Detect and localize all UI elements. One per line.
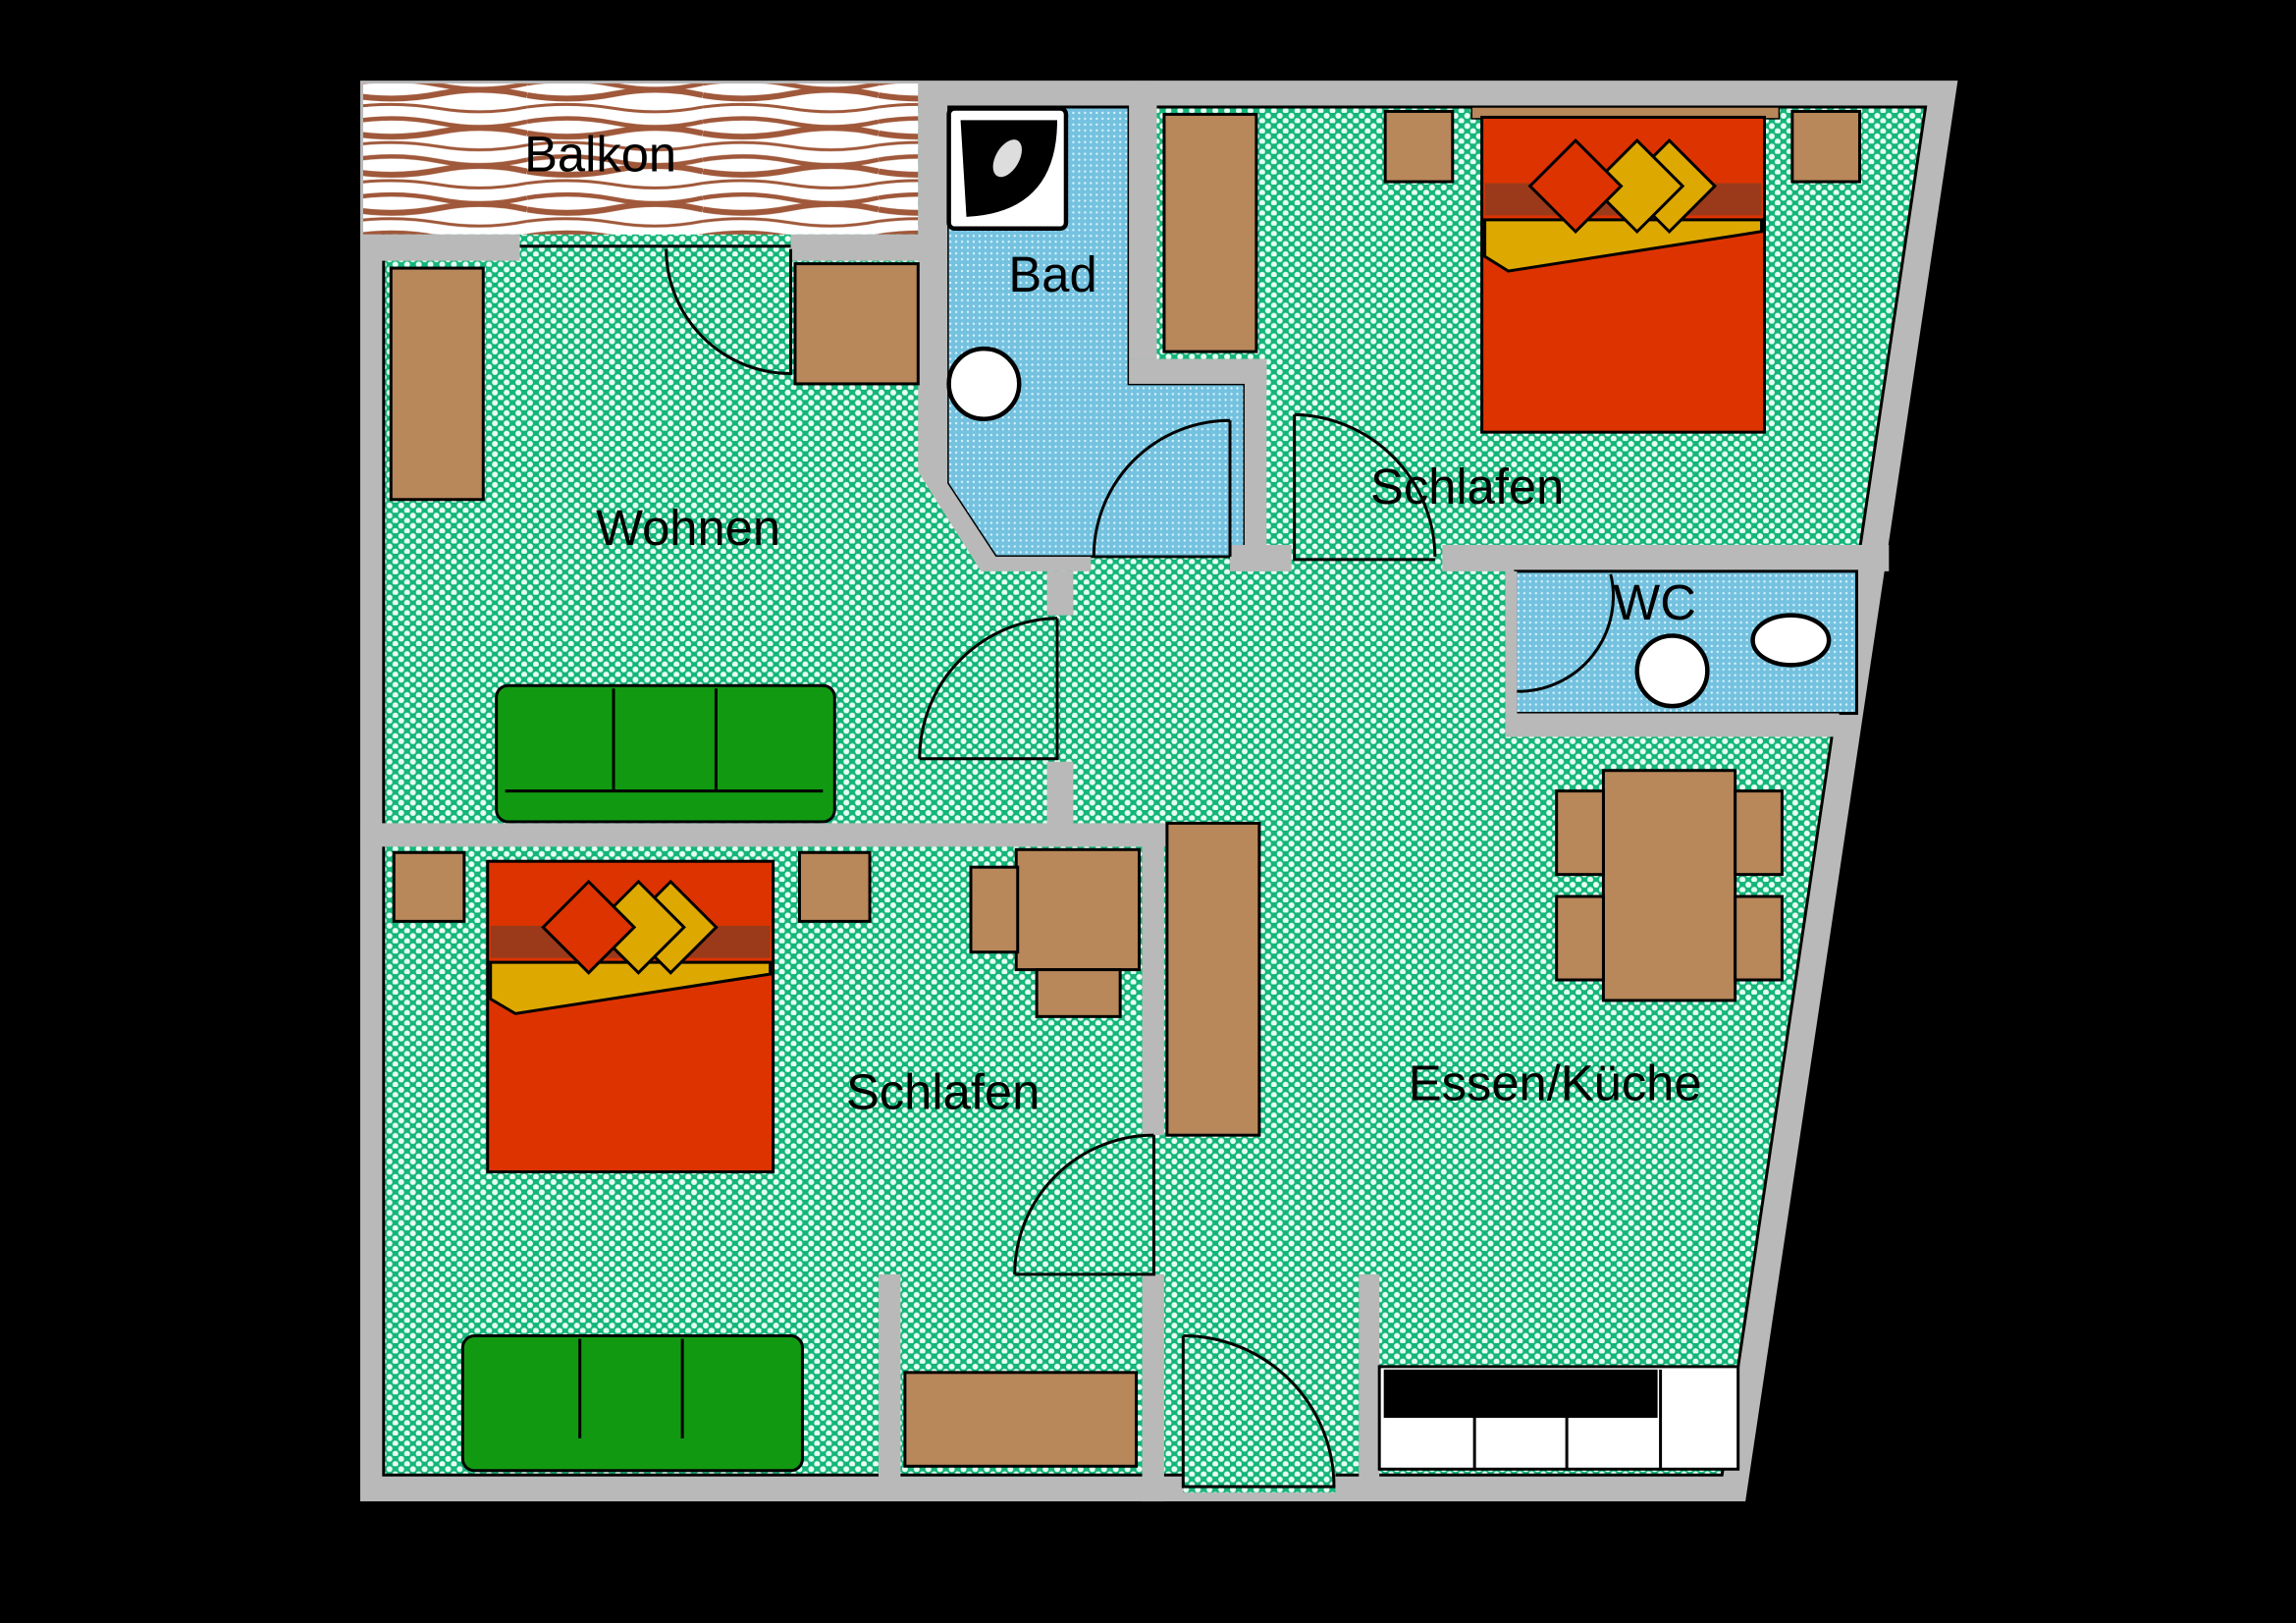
nightstand <box>1383 109 1455 184</box>
wall <box>1142 823 1164 1136</box>
wall <box>1442 545 1890 571</box>
toilet <box>1750 613 1832 668</box>
chair <box>1555 894 1605 982</box>
bed-blanket <box>489 960 773 1015</box>
wall <box>790 234 923 261</box>
entrance-door <box>1181 1334 1336 1488</box>
desk <box>793 262 920 386</box>
dining-table <box>1601 769 1737 1002</box>
bed-blanket <box>1483 218 1764 273</box>
balcony-floor <box>362 83 919 235</box>
pillow <box>1589 138 1685 235</box>
wc-door <box>1517 573 1615 693</box>
nightstand <box>797 850 872 923</box>
wall <box>1244 358 1267 571</box>
nightstand <box>1790 109 1861 184</box>
wall <box>1505 713 1840 737</box>
pillow <box>1527 138 1624 235</box>
desk <box>1014 847 1142 972</box>
washbasin <box>1634 633 1710 709</box>
living-room-door <box>918 617 1059 761</box>
wall <box>359 823 1166 847</box>
sofa <box>460 1334 804 1473</box>
chair <box>969 865 1020 954</box>
wall <box>1046 761 1074 828</box>
chair <box>1555 789 1605 877</box>
washbasin <box>946 346 1022 421</box>
room-label-essen-kueche: Essen/Küche <box>1409 1055 1702 1110</box>
wall <box>1505 570 1518 737</box>
shower-drain <box>992 139 1022 178</box>
bathroom-door <box>1092 418 1232 557</box>
pillow <box>541 879 637 975</box>
wall <box>1359 1273 1380 1480</box>
wall <box>1230 545 1292 571</box>
wall <box>1142 1273 1164 1502</box>
room-label-schlafen-bottom: Schlafen <box>846 1063 1040 1119</box>
sofa <box>495 683 836 824</box>
wall <box>1046 570 1074 616</box>
chair <box>1035 968 1122 1018</box>
nightstand <box>392 850 466 923</box>
wardrobe <box>1165 821 1261 1137</box>
wall <box>879 1273 901 1480</box>
pillow <box>590 879 686 975</box>
chair <box>1734 894 1784 982</box>
bedroom-door <box>1013 1133 1155 1276</box>
wall <box>1129 358 1267 384</box>
room-label-balkon: Balkon <box>524 127 676 183</box>
wall <box>359 234 520 261</box>
room-label-bad: Bad <box>1008 246 1096 302</box>
wall <box>918 83 1092 571</box>
shelf <box>389 266 485 502</box>
cabinet <box>903 1371 1139 1468</box>
bedroom-door <box>1293 412 1437 562</box>
wardrobe <box>1162 112 1258 353</box>
balcony-door <box>665 248 793 375</box>
wall <box>1129 83 1157 359</box>
chair <box>1734 789 1784 877</box>
room-label-wc: WC <box>1613 574 1695 630</box>
entrance-gap <box>1183 1472 1336 1493</box>
stove <box>1383 1369 1658 1419</box>
room-label-wohnen: Wohnen <box>596 500 780 556</box>
room-label-schlafen-top: Schlafen <box>1370 459 1564 514</box>
